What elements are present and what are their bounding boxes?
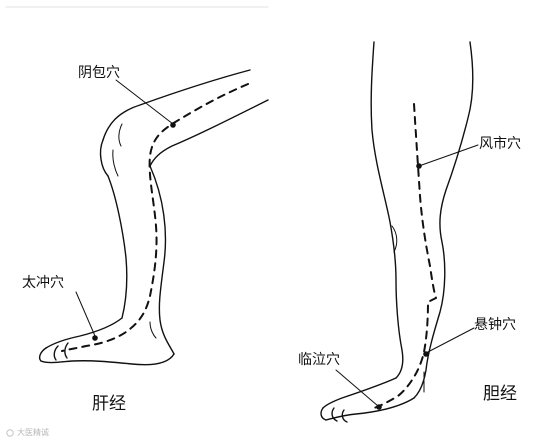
label-linqi: 临泣穴	[298, 352, 340, 368]
bent-leg-outline	[38, 69, 269, 366]
caption-liver-meridian: 肝经	[92, 394, 126, 414]
label-taichong: 太冲穴	[22, 275, 64, 291]
straight-leg-outline	[320, 41, 474, 423]
taichong-point-dot	[92, 335, 98, 341]
label-fengshi: 风市穴	[479, 136, 521, 152]
leader-yinbao	[115, 79, 174, 125]
xuanzhong-point-dot	[423, 351, 429, 357]
liver-meridian-path	[61, 83, 249, 352]
watermark-text: 大医精诚	[17, 428, 49, 437]
yinbao-point-dot	[170, 122, 176, 128]
leader-linqi	[335, 369, 379, 407]
leader-xuanzhong	[425, 327, 475, 354]
leader-fengshi	[418, 144, 479, 167]
gallbladder-meridian-path	[373, 103, 437, 409]
caption-gallbladder-meridian: 胆经	[483, 384, 517, 404]
linqi-point-dot	[376, 404, 382, 410]
label-xuanzhong: 悬钟穴	[474, 317, 516, 333]
fengshi-point-dot	[416, 163, 422, 169]
leader-taichong	[75, 291, 96, 337]
watermark-logo-icon	[6, 429, 14, 437]
label-yinbao: 阴包穴	[78, 65, 120, 81]
